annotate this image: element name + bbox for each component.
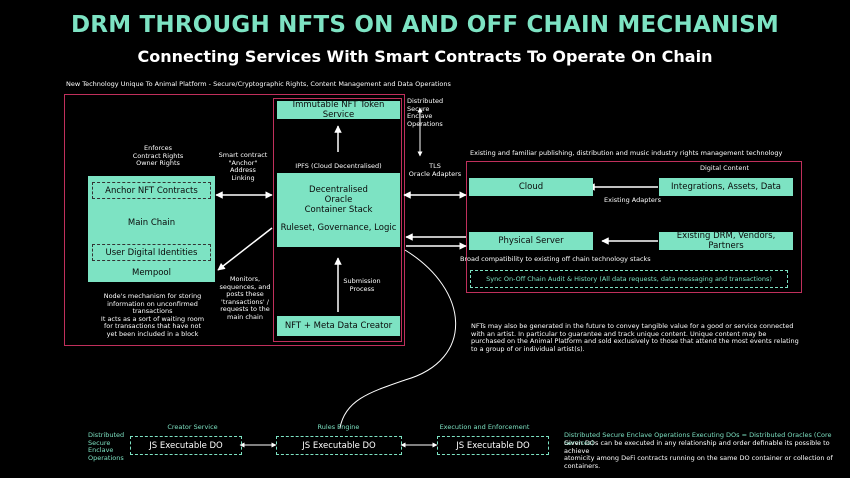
existing-drm-label: Existing DRM, Vendors, Partners [676, 231, 776, 251]
physical-server-label: Physical Server [498, 236, 564, 246]
submission-label: Submission Process [343, 277, 381, 293]
rules-engine-label: Rules Engine [317, 423, 360, 431]
platform-note: New Technology Unique To Animal Platform… [66, 80, 451, 88]
nft-note: NFTs may also be generated in the future… [471, 322, 799, 353]
js-do-creator[interactable]: JS Executable DO [130, 436, 242, 455]
broad-compat-label: Broad compatibility to existing off chai… [460, 255, 651, 263]
integrations-label: Integrations, Assets, Data [670, 182, 782, 192]
anchor-nft-contracts[interactable]: Anchor NFT Contracts [92, 182, 211, 199]
creator-label: NFT + Meta Data Creator [284, 321, 393, 331]
js-do-rules[interactable]: JS Executable DO [276, 436, 402, 455]
page-subtitle: Connecting Services With Smart Contracts… [137, 47, 713, 66]
integrations-box[interactable]: Integrations, Assets, Data [659, 178, 793, 196]
nft-meta-data-creator[interactable]: NFT + Meta Data Creator [277, 316, 400, 336]
tls-label: TLS Oracle Adapters [408, 162, 462, 178]
digital-content-label: Digital Content [700, 164, 749, 172]
oracle-container-stack[interactable]: Decentralised Oracle Container Stack Rul… [277, 173, 400, 247]
do1-label: JS Executable DO [149, 440, 223, 451]
user-digital-identities[interactable]: User Digital Identities [92, 244, 211, 261]
immutable-nft-token-service[interactable]: Immutable NFT Token Service [277, 100, 400, 120]
mempool-label: Mempool [131, 268, 171, 278]
ipfs-label: IPFS (Cloud Decentralised) [295, 162, 382, 170]
execution-label: Execution and Enforcement [439, 423, 530, 431]
immutable-label: Immutable NFT Token Service [292, 100, 385, 120]
do3-label: JS Executable DO [456, 440, 530, 451]
oracle-frame [273, 98, 402, 342]
anchor-nft-label: Anchor NFT Contracts [105, 185, 198, 196]
main-chain-label: Main Chain [127, 218, 176, 228]
bottom-note-body: Given DOs can be executed in any relatio… [564, 439, 833, 470]
curve-rules-engine [339, 249, 457, 429]
physical-server-box[interactable]: Physical Server [469, 232, 593, 250]
distributed-top-label: Distributed Secure Enclave Operations [407, 97, 444, 128]
sync-audit-box[interactable]: Sync On-Off Chain Audit & History (All d… [470, 270, 788, 288]
main-chain-block [88, 176, 215, 282]
sync-label: Sync On-Off Chain Audit & History (All d… [486, 275, 772, 283]
enforces-label: Enforces Contract Rights Owner Rights [132, 144, 184, 168]
bottom-distributed-label: Distributed Secure Enclave Operations [88, 431, 125, 462]
existing-adapters-label: Existing Adapters [604, 196, 661, 204]
monitors-label: Monitors, sequences, and posts these 'tr… [219, 275, 271, 321]
js-do-execution[interactable]: JS Executable DO [437, 436, 549, 455]
cloud-label: Cloud [518, 182, 544, 192]
cloud-box[interactable]: Cloud [469, 178, 593, 196]
bottom-note-title: Distributed Secure Enclave Operations Ex… [564, 431, 832, 447]
existing-drm-box[interactable]: Existing DRM, Vendors, Partners [659, 231, 793, 251]
do2-label: JS Executable DO [302, 440, 376, 451]
smart-contract-label: Smart contract "Anchor" Address Linking [218, 151, 268, 182]
mempool-note: Node's mechanism for storing information… [100, 292, 205, 338]
offchain-frame [466, 161, 802, 293]
page-title: DRM THROUGH NFTS ON AND OFF CHAIN MECHAN… [71, 12, 779, 38]
ruleset-label: Ruleset, Governance, Logic [280, 223, 397, 233]
platform-frame [64, 94, 405, 346]
arrow-monitors [217, 227, 273, 271]
user-identities-label: User Digital Identities [105, 247, 198, 258]
creator-service-label: Creator Service [167, 423, 218, 431]
existing-tech-label: Existing and familiar publishing, distri… [470, 149, 783, 157]
oracle-label: Decentralised Oracle Container Stack [304, 185, 373, 215]
